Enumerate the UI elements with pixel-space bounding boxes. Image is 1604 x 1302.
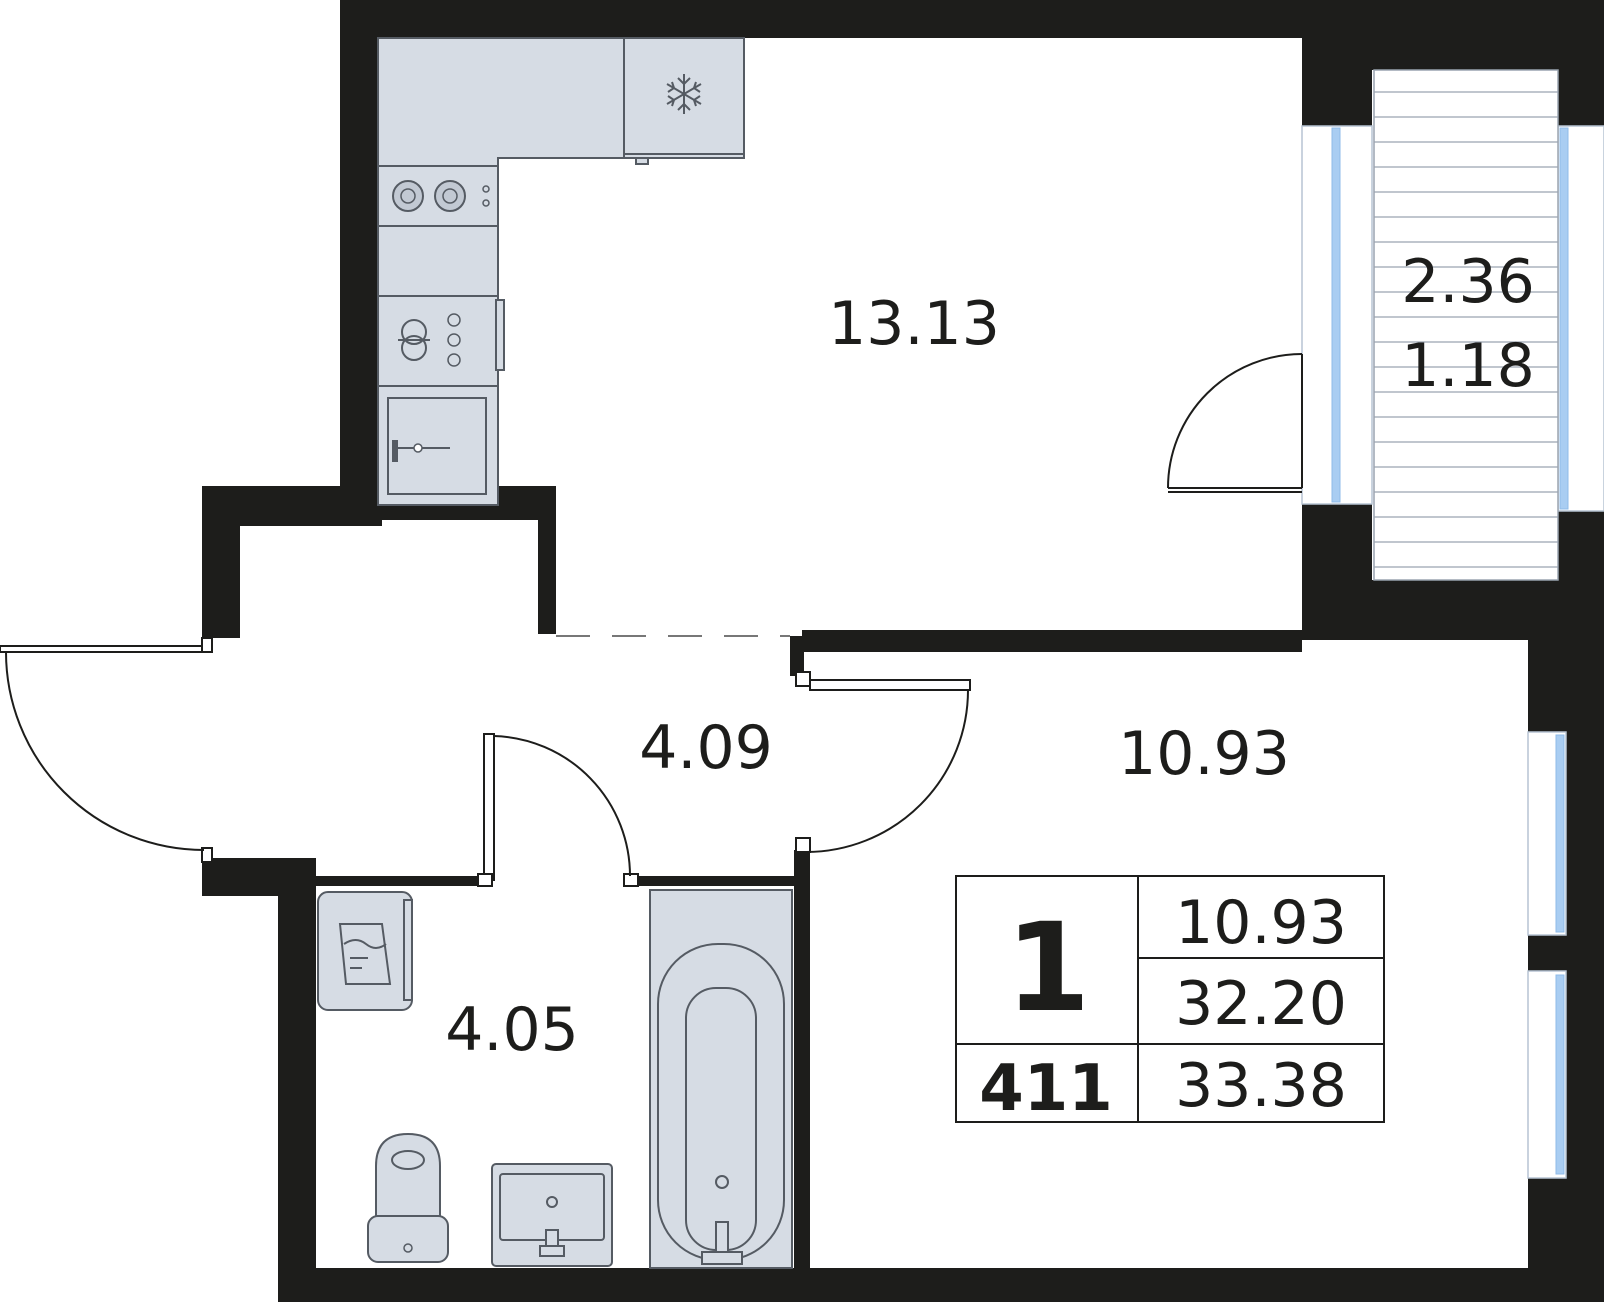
bathroom-area: 4.05 xyxy=(445,995,579,1065)
hob-icon xyxy=(392,180,490,212)
door-balcony xyxy=(1167,353,1303,493)
door-entrance xyxy=(0,637,213,863)
total-area-value: 32.20 xyxy=(1175,969,1347,1039)
summary-table: 1 411 10.93 32.20 33.38 xyxy=(955,875,1385,1126)
window-kitchen xyxy=(1301,125,1373,505)
balcony-area-reduced: 1.18 xyxy=(1401,331,1535,401)
living-area-value: 10.93 xyxy=(1175,888,1347,958)
door-bathroom xyxy=(477,733,639,887)
washbasin-icon xyxy=(491,1163,613,1267)
toilet-icon xyxy=(367,1132,449,1263)
sink-icon xyxy=(387,397,487,495)
total-with-balcony-value: 33.38 xyxy=(1175,1051,1347,1121)
balcony xyxy=(1373,69,1559,581)
bathtub-icon xyxy=(649,889,793,1269)
window-balcony-outer xyxy=(1557,125,1604,512)
door-bedroom xyxy=(795,671,971,853)
kitchen-area: 13.13 xyxy=(828,289,1000,359)
apartment-number: 411 xyxy=(979,1052,1113,1126)
dishwasher-icon xyxy=(398,299,505,371)
hallway-area: 4.09 xyxy=(639,713,773,783)
balcony-area-full: 2.36 xyxy=(1401,247,1535,317)
snowflake-icon xyxy=(666,74,702,114)
bedroom-area: 10.93 xyxy=(1118,719,1290,789)
window-bedroom-1 xyxy=(1527,731,1567,936)
window-bedroom-2 xyxy=(1527,970,1567,1179)
rooms-count: 1 xyxy=(1006,897,1091,1039)
washing-machine-icon xyxy=(317,891,413,1011)
fridge xyxy=(623,37,745,165)
